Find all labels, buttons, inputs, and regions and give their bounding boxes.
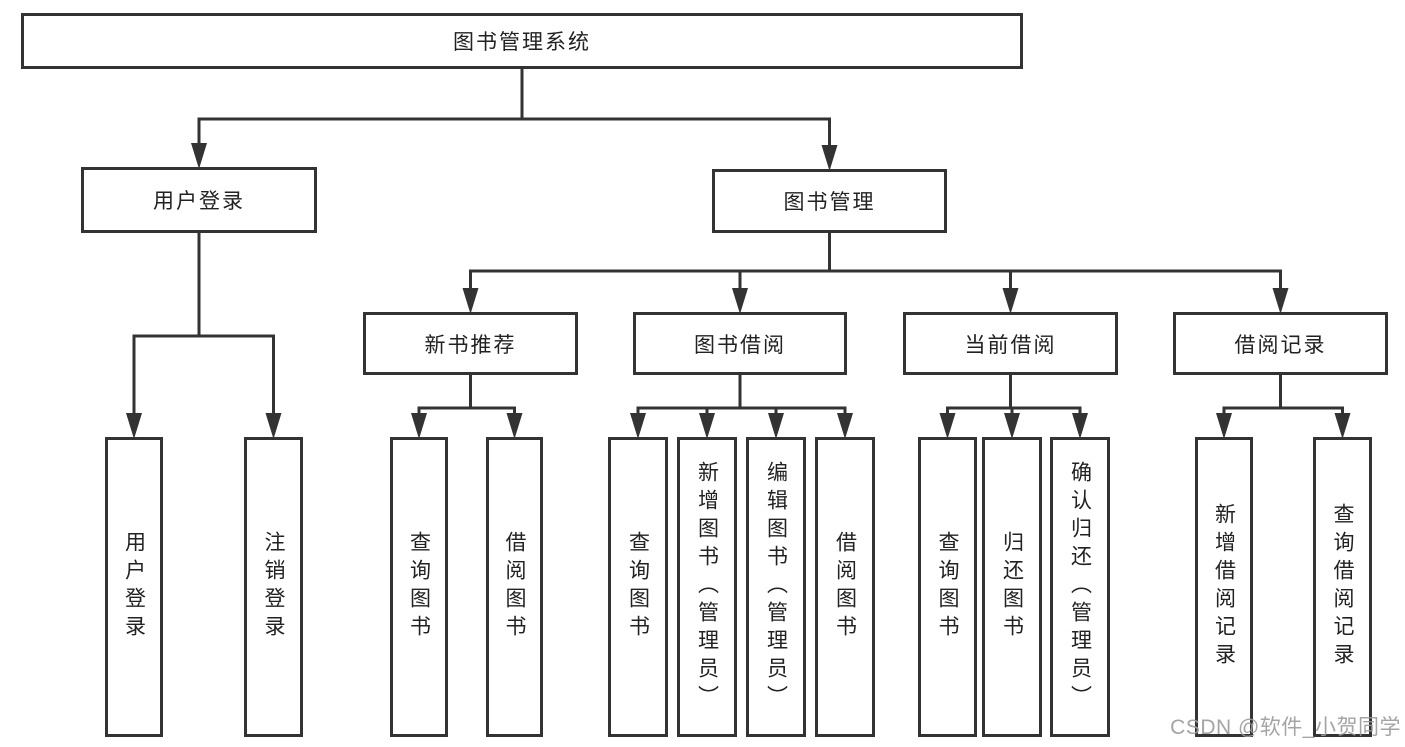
- node-leaf-bb-query: 查询图书: [608, 437, 668, 737]
- node-leaf-br-query: 查询借阅记录: [1313, 437, 1372, 737]
- node-book-borrow: 图书借阅: [633, 312, 847, 375]
- node-leaf-cb-return: 归还图书: [982, 437, 1042, 737]
- node-leaf-bb-borrow: 借阅图书: [815, 437, 875, 737]
- node-leaf-cb-confirm: 确认归还（管理员）: [1050, 437, 1110, 737]
- node-book-mgmt: 图书管理: [712, 169, 947, 233]
- node-user-login: 用户登录: [81, 167, 317, 233]
- node-leaf-nbr-query: 查询图书: [390, 437, 448, 737]
- node-leaf-logout: 注销登录: [244, 437, 303, 737]
- node-leaf-br-add: 新增借阅记录: [1195, 437, 1253, 737]
- node-root: 图书管理系统: [21, 13, 1023, 69]
- node-new-book-rec: 新书推荐: [363, 312, 578, 375]
- node-leaf-cb-query: 查询图书: [918, 437, 977, 737]
- node-leaf-bb-edit: 编辑图书（管理员）: [746, 437, 806, 737]
- node-leaf-nbr-borrow: 借阅图书: [486, 437, 543, 737]
- node-leaf-user-login: 用户登录: [105, 437, 163, 737]
- node-current-borrow: 当前借阅: [903, 312, 1118, 375]
- watermark: CSDN @软件_小贺同学: [1170, 716, 1401, 739]
- node-leaf-bb-add: 新增图书（管理员）: [677, 437, 737, 737]
- node-borrow-records: 借阅记录: [1173, 312, 1388, 375]
